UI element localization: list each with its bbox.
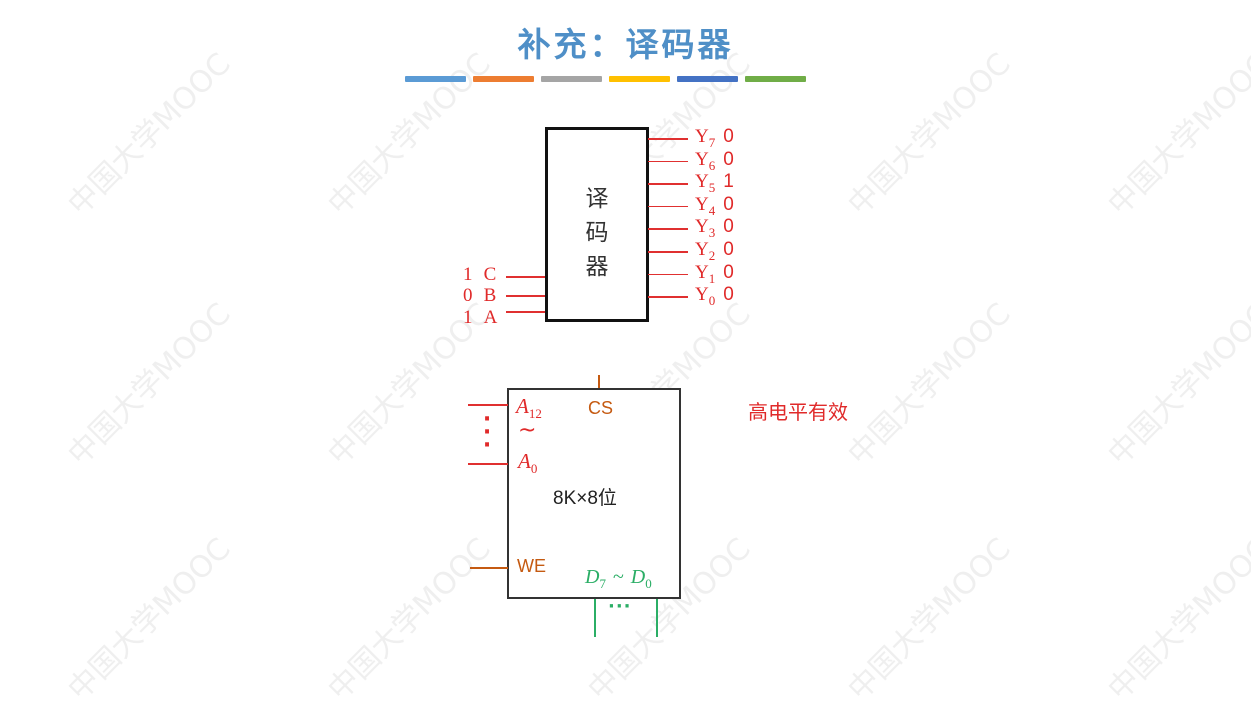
output-line <box>648 251 688 253</box>
input-value: 1 <box>463 264 473 285</box>
watermark: 中国大学MOOC <box>321 46 498 223</box>
decoder-label-char: 码 <box>585 220 609 246</box>
cs-label: CS <box>588 398 614 418</box>
divider-bar <box>473 76 534 82</box>
input-b: 0 B <box>463 286 496 305</box>
watermark: 中国大学MOOC <box>61 296 238 473</box>
address-line-a12 <box>468 404 508 406</box>
decoder-box: 译 码 器 <box>545 127 649 322</box>
input-a: 1 A <box>463 308 497 327</box>
data-dots: ··· <box>608 596 632 617</box>
input-name: C <box>483 264 497 285</box>
output-line <box>648 183 688 185</box>
output-line <box>648 296 688 298</box>
divider-bar <box>745 76 806 82</box>
address-high-label: A12 <box>516 394 542 421</box>
input-c: 1 C <box>463 265 496 284</box>
title-divider <box>405 76 806 82</box>
output-value: 1 <box>723 171 734 193</box>
watermark: 中国大学MOOC <box>841 46 1018 223</box>
watermark: 中国大学MOOC <box>61 531 238 708</box>
output-value: 0 <box>723 148 734 170</box>
output-value: 0 <box>723 216 734 238</box>
divider-bar <box>677 76 738 82</box>
data-pin-d0 <box>656 599 658 637</box>
slide-title: 补充：译码器 <box>517 25 734 64</box>
output-value: 0 <box>723 261 734 283</box>
memory-chip-box <box>507 388 681 599</box>
data-bus-label: D7 ~ D0 <box>585 566 652 591</box>
decoder-label: 译 码 器 <box>548 182 646 284</box>
address-tilde: ~ <box>518 418 537 443</box>
output-line <box>648 273 688 276</box>
input-name: A <box>483 307 498 328</box>
output-line <box>648 138 688 140</box>
input-value: 1 <box>463 307 473 328</box>
decoder-label-char: 译 <box>585 186 609 212</box>
watermark: 中国大学MOOC <box>841 531 1018 708</box>
watermark: 中国大学MOOC <box>321 531 498 708</box>
output-value: 0 <box>723 126 734 147</box>
we-label: WE <box>517 556 546 576</box>
cs-pin-line <box>598 375 600 389</box>
input-line-b <box>506 295 545 297</box>
watermark: 中国大学MOOC <box>1101 296 1251 473</box>
data-pin-d7 <box>594 599 596 637</box>
decoder-label-char: 器 <box>585 254 609 280</box>
we-pin-line <box>470 567 508 569</box>
divider-bar <box>405 76 466 82</box>
watermark: 中国大学MOOC <box>61 46 238 223</box>
input-line-a <box>506 311 545 313</box>
output-value: 0 <box>723 284 734 306</box>
output-line <box>648 228 688 230</box>
divider-bar <box>609 76 670 82</box>
divider-bar <box>541 76 602 82</box>
watermark: 中国大学MOOC <box>1101 531 1251 708</box>
input-line-c <box>506 276 545 278</box>
output-value: 0 <box>723 193 734 215</box>
chip-capacity: 8K×8位 <box>553 488 617 509</box>
address-line-a0 <box>468 463 508 465</box>
address-dots: ··· <box>482 407 492 458</box>
address-low-label: A0 <box>518 449 538 476</box>
watermark: 中国大学MOOC <box>841 296 1018 473</box>
output-line <box>648 205 688 208</box>
watermark: 中国大学MOOC <box>1101 46 1251 223</box>
input-value: 0 <box>463 285 473 306</box>
active-high-note: 高电平有效 <box>748 400 848 424</box>
output-value: 0 <box>723 239 734 260</box>
input-name: B <box>483 285 497 306</box>
output-line <box>648 160 688 163</box>
